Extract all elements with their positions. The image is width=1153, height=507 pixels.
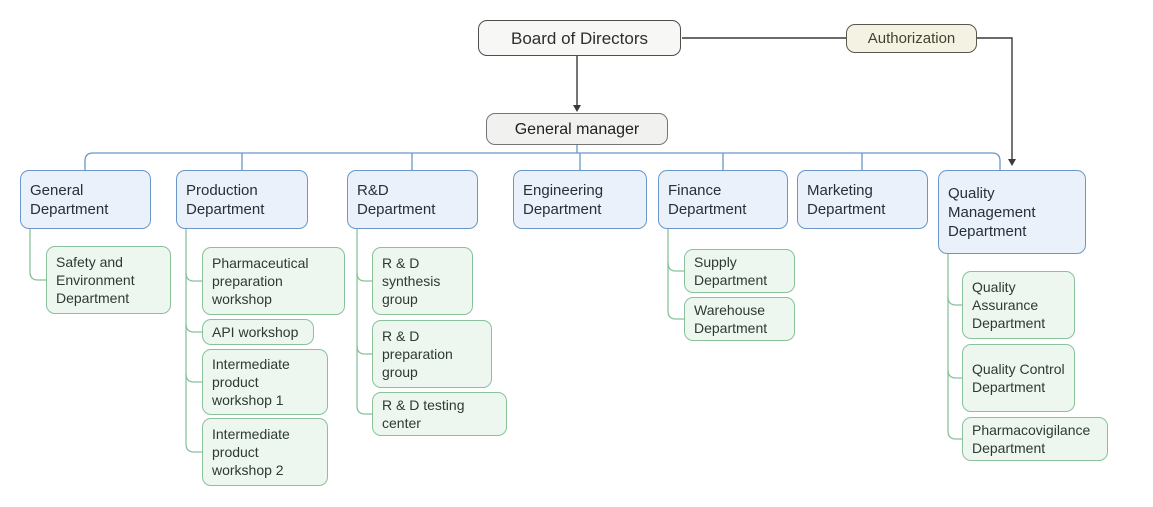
- hook-intermediate1: [185, 373, 202, 383]
- hook-qc: [947, 369, 962, 379]
- node-general-manager: General manager: [486, 113, 668, 145]
- hook-pharmacovigilance: [947, 430, 962, 440]
- node-intermediate-workshop-2: Intermediate product workshop 2: [202, 418, 328, 486]
- arrowhead-quality: [1008, 159, 1016, 166]
- node-rnd-preparation-group: R & D preparation group: [372, 320, 492, 388]
- node-rnd-testing-center: R & D testing center: [372, 392, 507, 436]
- node-pharmacovigilance: Pharmacovigilance Department: [962, 417, 1108, 461]
- hook-qa: [947, 296, 962, 306]
- node-safety-environment: Safety and Environment Department: [46, 246, 171, 314]
- node-warehouse-department: Warehouse Department: [684, 297, 795, 341]
- connector-authorization-to-quality: [977, 37, 1013, 160]
- node-quality-management-department: Quality Management Department: [938, 170, 1086, 254]
- node-marketing-department: Marketing Department: [797, 170, 928, 229]
- node-supply-department: Supply Department: [684, 249, 795, 293]
- arrowhead-manager: [573, 105, 581, 112]
- hook-synthesis: [356, 272, 372, 282]
- hook-api: [185, 323, 202, 333]
- hook-warehouse: [667, 310, 684, 320]
- node-engineering-department: Engineering Department: [513, 170, 647, 229]
- node-intermediate-workshop-1: Intermediate product workshop 1: [202, 349, 328, 415]
- hook-intermediate2: [185, 443, 202, 453]
- node-rnd-department: R&D Department: [347, 170, 478, 229]
- node-pharmaceutical-preparation-workshop: Pharmaceutical preparation workshop: [202, 247, 345, 315]
- node-production-department: Production Department: [176, 170, 308, 229]
- node-api-workshop: API workshop: [202, 319, 314, 345]
- hook-preparation: [356, 345, 372, 355]
- node-board-of-directors: Board of Directors: [478, 20, 681, 56]
- node-quality-assurance: Quality Assurance Department: [962, 271, 1075, 339]
- node-rnd-synthesis-group: R & D synthesis group: [372, 247, 473, 315]
- hook-testing: [356, 405, 372, 415]
- node-finance-department: Finance Department: [658, 170, 788, 229]
- spine-general: [29, 229, 46, 281]
- node-quality-control: Quality Control Department: [962, 344, 1075, 412]
- hook-supply: [667, 262, 684, 272]
- node-general-department: General Department: [20, 170, 151, 229]
- hook-pharma: [185, 272, 202, 282]
- connector-departments-rail: [84, 152, 1001, 170]
- node-authorization: Authorization: [846, 24, 977, 53]
